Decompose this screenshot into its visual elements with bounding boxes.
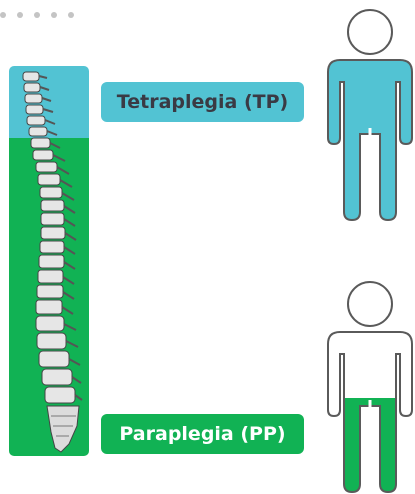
person-full-affected-icon bbox=[324, 8, 415, 222]
pagination-dot bbox=[34, 12, 40, 18]
paraplegia-label-text: Paraplegia (PP) bbox=[119, 423, 285, 445]
spine-icon bbox=[9, 66, 89, 456]
tetraplegia-label-text: Tetraplegia (TP) bbox=[117, 91, 288, 113]
pagination-dots bbox=[0, 12, 74, 18]
pagination-dot bbox=[51, 12, 57, 18]
pagination-dot bbox=[68, 12, 74, 18]
tetraplegia-label: Tetraplegia (TP) bbox=[101, 82, 304, 122]
person-legs-affected-icon bbox=[324, 280, 415, 494]
paraplegia-label: Paraplegia (PP) bbox=[101, 414, 304, 454]
pagination-dot bbox=[17, 12, 23, 18]
spine-panel bbox=[9, 66, 89, 456]
pagination-dot bbox=[0, 12, 6, 18]
